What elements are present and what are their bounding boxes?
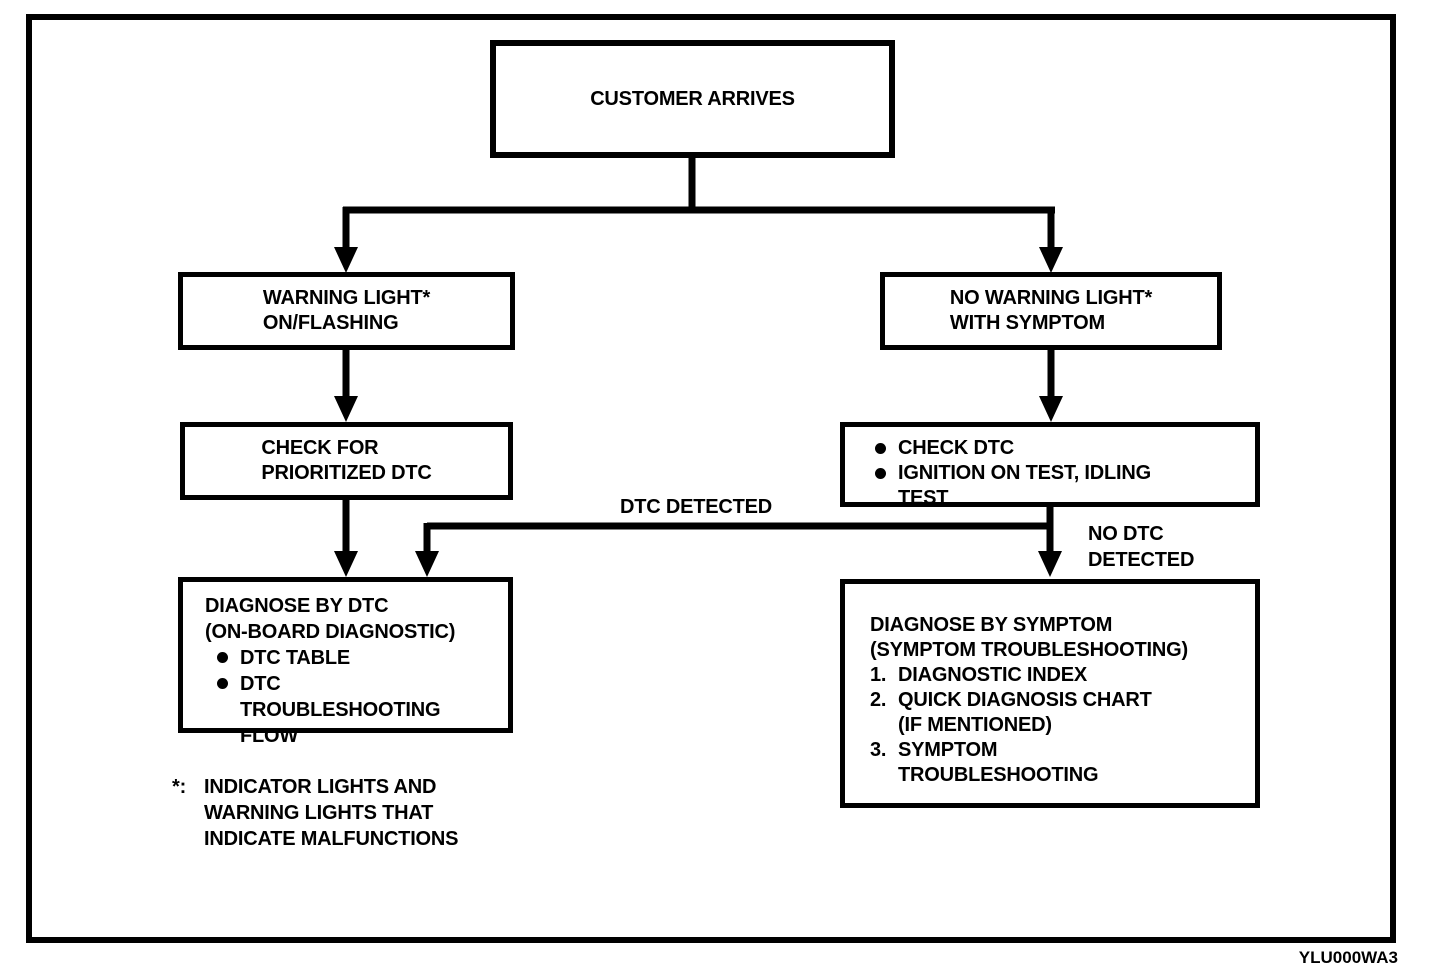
item-3-number: 3. [870,739,887,761]
node-no-warning-light: NO WARNING LIGHT* WITH SYMPTOM [880,272,1222,350]
check-dtc-bullet-2-line2: TEST [898,487,949,509]
node-check-prioritized-dtc: CHECK FOR PRIORITIZED DTC [180,422,513,500]
edge-label-no-dtc-line1: NO DTC [1088,523,1164,545]
bullet-icon [875,443,886,454]
diagnose-by-symptom-title-line1: DIAGNOSE BY SYMPTOM [870,614,1113,636]
node-no-warning-light-line2: WITH SYMPTOM [949,312,1105,334]
edge-label-no-dtc-detected: NO DTC DETECTED [1088,521,1194,573]
diagnose-by-dtc-bullet-2-line1: DTC [240,673,281,695]
footnote-line1: INDICATOR LIGHTS AND [204,776,437,798]
diagnose-by-symptom-title-line2: (SYMPTOM TROUBLESHOOTING) [870,639,1188,661]
diagnose-by-symptom-item-2: 2. QUICK DIAGNOSIS CHART (IF MENTIONED) [870,688,1249,738]
check-dtc-bullet-1-text: CHECK DTC [898,437,1014,459]
edge-label-dtc-detected: DTC DETECTED [620,496,773,518]
bullet-icon [217,652,228,663]
item-3-line2: TROUBLESHOOTING [898,764,1099,786]
diagnose-by-symptom-item-1: 1. DIAGNOSTIC INDEX [870,663,1249,688]
node-check-prioritized-dtc-line2: PRIORITIZED DTC [261,462,432,484]
check-dtc-bullet-2: IGNITION ON TEST, IDLING TEST [875,461,1247,511]
diagnose-by-symptom-item-3: 3. SYMPTOM TROUBLESHOOTING [870,738,1249,788]
footnote-asterisk-marker: *: [172,776,187,798]
arrowhead-left-3 [334,551,358,577]
arrowhead-left-2 [334,396,358,422]
diagnose-by-dtc-title-line1: DIAGNOSE BY DTC [205,595,389,617]
arrowhead-right-2 [1039,396,1063,422]
node-no-warning-light-line1: NO WARNING LIGHT* [949,287,1153,309]
diagnose-by-dtc-title-line2: (ON-BOARD DIAGNOSTIC) [205,621,456,643]
node-warning-light: WARNING LIGHT* ON/FLASHING [178,272,515,350]
node-warning-light-line2: ON/FLASHING [262,312,399,334]
arrowhead-left-1 [334,247,358,273]
diagnose-by-dtc-bullet-1: DTC TABLE [217,645,502,671]
node-customer-arrives-label: CUSTOMER ARRIVES [590,87,795,110]
node-warning-light-line1: WARNING LIGHT* [262,287,431,309]
node-check-dtc: CHECK DTC IGNITION ON TEST, IDLING TEST [840,422,1260,509]
arrowhead-dtc-detected [415,551,439,577]
node-customer-arrives: CUSTOMER ARRIVES [490,40,895,158]
diagnose-by-dtc-bullet-2-line2: TROUBLESHOOTING [240,699,441,721]
node-check-prioritized-dtc-line1: CHECK FOR [261,437,379,459]
item-2-line2: (IF MENTIONED) [898,714,1052,736]
diagnose-by-dtc-bullet-2-line3: FLOW [240,725,299,747]
diagnose-by-dtc-bullet-1-text: DTC TABLE [240,647,351,669]
figure-code: YLU000WA3 [1298,948,1398,967]
arrowhead-right-3 [1038,551,1062,577]
diagram-border [26,14,1396,943]
bullet-icon [217,678,228,689]
check-dtc-bullet-2-line1: IGNITION ON TEST, IDLING [898,462,1151,484]
item-1-number: 1. [870,664,887,686]
arrowhead-right-1 [1039,247,1063,273]
footnote-line3: INDICATE MALFUNCTIONS [204,828,459,850]
footnote-line2: WARNING LIGHTS THAT [204,802,434,824]
check-dtc-bullet-1: CHECK DTC [875,436,1247,461]
bullet-icon [875,468,886,479]
item-2-number: 2. [870,689,887,711]
diagnose-by-dtc-bullet-2: DTC TROUBLESHOOTING FLOW [217,671,502,749]
item-2-line1: QUICK DIAGNOSIS CHART [898,689,1152,711]
edge-label-no-dtc-line2: DETECTED [1088,549,1195,571]
item-1-text: DIAGNOSTIC INDEX [898,664,1088,686]
item-3-line1: SYMPTOM [898,739,998,761]
node-diagnose-by-dtc: DIAGNOSE BY DTC (ON-BOARD DIAGNOSTIC) DT… [178,577,513,747]
node-diagnose-by-symptom: DIAGNOSE BY SYMPTOM (SYMPTOM TROUBLESHOO… [840,579,1260,808]
footnote: *: INDICATOR LIGHTS AND WARNING LIGHTS T… [172,774,458,852]
